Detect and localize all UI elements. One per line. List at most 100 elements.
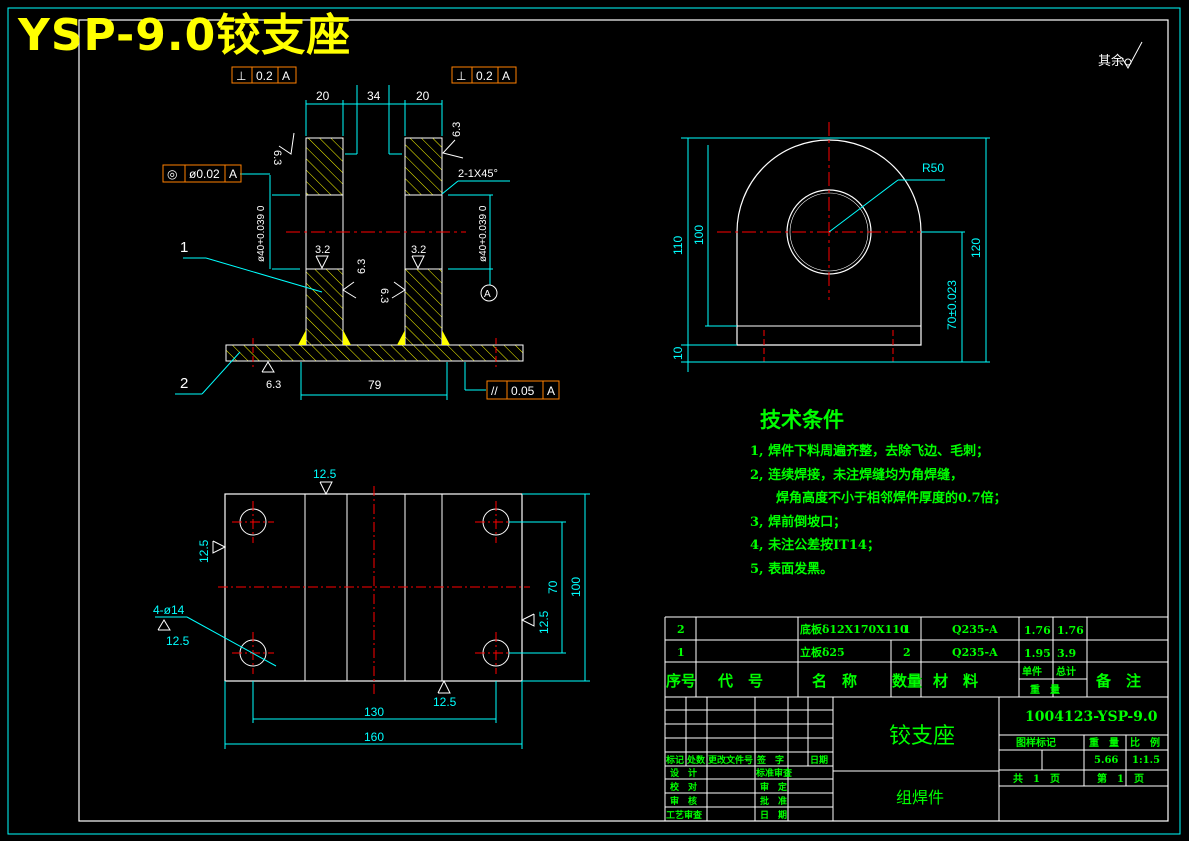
rev-label: 签 字 [756, 754, 784, 766]
label: 图样标记 [1016, 736, 1056, 749]
gdt-frame-top-left [231, 66, 297, 84]
bom-header: 材 料 [933, 672, 978, 690]
roughness-text: 3.2 [411, 244, 426, 256]
title-block-text: 2 底板δ12X170X110 1 Q235-A 1.76 1.76 1 立板δ… [665, 622, 1160, 821]
bom-header: 备 注 [1095, 672, 1141, 690]
gdt-value: 0.05 [511, 384, 535, 398]
tech-line: 5, 表面发黑。 [750, 561, 834, 577]
outer-frame [7, 7, 1181, 835]
roughness-text: 3.2 [315, 244, 330, 256]
dimension-text: R50 [922, 161, 944, 175]
label: 重 量 [1089, 736, 1119, 749]
gdt-datum: A [282, 69, 290, 83]
roughness-symbol [411, 255, 425, 270]
title-block [664, 616, 1168, 821]
bom-header: 名 称 [812, 672, 857, 690]
dimension-text: 160 [364, 730, 384, 744]
tech-line: 2, 连续焊接，未注焊缝均为角焊缝， [750, 467, 964, 483]
roughness-symbol [437, 679, 451, 694]
base-plate [225, 344, 524, 362]
side-view: R50 110 100 120 70±0.023 10 [671, 122, 990, 372]
gdt-symbol: ◎ [167, 167, 177, 181]
dimension-text: 20 [316, 89, 330, 103]
dimension-text: 79 [368, 378, 382, 392]
dimension-text: ø40+0.039 0 [256, 205, 267, 262]
side-profile [736, 139, 922, 346]
sign-label: 设 计 [670, 767, 697, 779]
roughness-symbol [391, 281, 406, 299]
roughness-text: 6.3 [271, 150, 283, 165]
roughness-symbol [442, 139, 464, 159]
drawing-number: 1004123-YSP-9.0 [1025, 709, 1158, 725]
scale-value: 1:1.5 [1132, 755, 1160, 766]
bom-qty: 1 [903, 623, 911, 636]
roughness-symbol-general [1121, 41, 1143, 70]
label: 比 例 [1130, 736, 1160, 749]
left-upright-top [305, 137, 344, 196]
bom-header: 数量 [892, 672, 922, 690]
roughness-note: 其余 [1098, 54, 1125, 69]
bom-unit-weight: 1.76 [1024, 624, 1051, 637]
gdt-value: 0.2 [476, 69, 493, 83]
rev-label: 标记 [665, 754, 684, 766]
rev-label: 更改文件号 [708, 754, 753, 766]
dimension-text: 70±0.023 [945, 280, 959, 330]
roughness-symbol [520, 613, 535, 627]
bom-qty: 2 [903, 646, 911, 659]
dimension-text: 130 [364, 705, 384, 719]
bom-material: Q235-A [952, 623, 998, 636]
bom-header: 重 量 [1030, 683, 1060, 696]
gdt-value: 0.2 [256, 69, 273, 83]
gdt-frame-parallel [486, 380, 560, 400]
gdt-symbol: ⊥ [456, 69, 466, 83]
dimension-text: 34 [367, 89, 381, 103]
hole-note: 4-ø14 [153, 603, 185, 617]
gdt-datum: A [547, 384, 555, 398]
dimension-text: 20 [416, 89, 430, 103]
right-upright-bottom [404, 268, 443, 346]
bom-header: 序号 [666, 672, 696, 690]
dimension-text: 120 [969, 238, 983, 258]
dimension-text: 10 [671, 346, 685, 360]
inner-frame [78, 19, 1169, 822]
bom-material: Q235-A [952, 646, 998, 659]
bom-header: 单件 [1022, 665, 1042, 678]
roughness-symbol [342, 281, 357, 299]
part-name: 铰支座 [889, 724, 955, 749]
bom-no: 2 [677, 623, 685, 636]
dimension-text: 100 [692, 225, 706, 245]
roughness-text: 6.3 [378, 288, 390, 303]
bom-header: 总计 [1056, 665, 1076, 678]
datum-circle [480, 284, 498, 302]
roughness-symbol [319, 481, 333, 496]
dimension-text: ø40+0.039 0 [478, 205, 489, 262]
roughness-text: 12.5 [313, 467, 337, 481]
sign-label: 校 对 [670, 781, 697, 793]
dimension-text: 110 [671, 236, 685, 255]
gdt-datum: A [502, 69, 510, 83]
part-callout: 2 [180, 375, 188, 392]
gdt-frame-top-right [451, 66, 517, 84]
tech-line: 4, 未注公差按IT14； [750, 538, 880, 553]
approve-label: 审 定 [760, 781, 788, 793]
left-upright-bottom [305, 268, 344, 346]
dimension-text: 100 [569, 577, 583, 597]
bom-name: 立板δ25 [800, 645, 845, 659]
bom-unit-weight: 1.95 [1024, 647, 1051, 660]
sign-label: 工艺审查 [666, 809, 703, 821]
approve-label: 标准审查 [755, 767, 793, 779]
roughness-text: 6.3 [356, 259, 368, 274]
tech-line: 3, 焊前倒坡口； [750, 514, 847, 530]
gdt-symbol: // [491, 384, 498, 398]
roughness-text: 12.5 [166, 634, 190, 648]
part-callout: 1 [180, 239, 188, 256]
bom-total-weight: 3.9 [1057, 647, 1076, 660]
gdt-symbol: ⊥ [236, 69, 246, 83]
weld-mark [397, 330, 405, 345]
weld-mark [442, 330, 450, 345]
roughness-symbol [157, 619, 171, 631]
bom-no: 1 [677, 646, 685, 659]
rev-label: 日期 [810, 754, 828, 766]
weld-mark [298, 330, 306, 345]
